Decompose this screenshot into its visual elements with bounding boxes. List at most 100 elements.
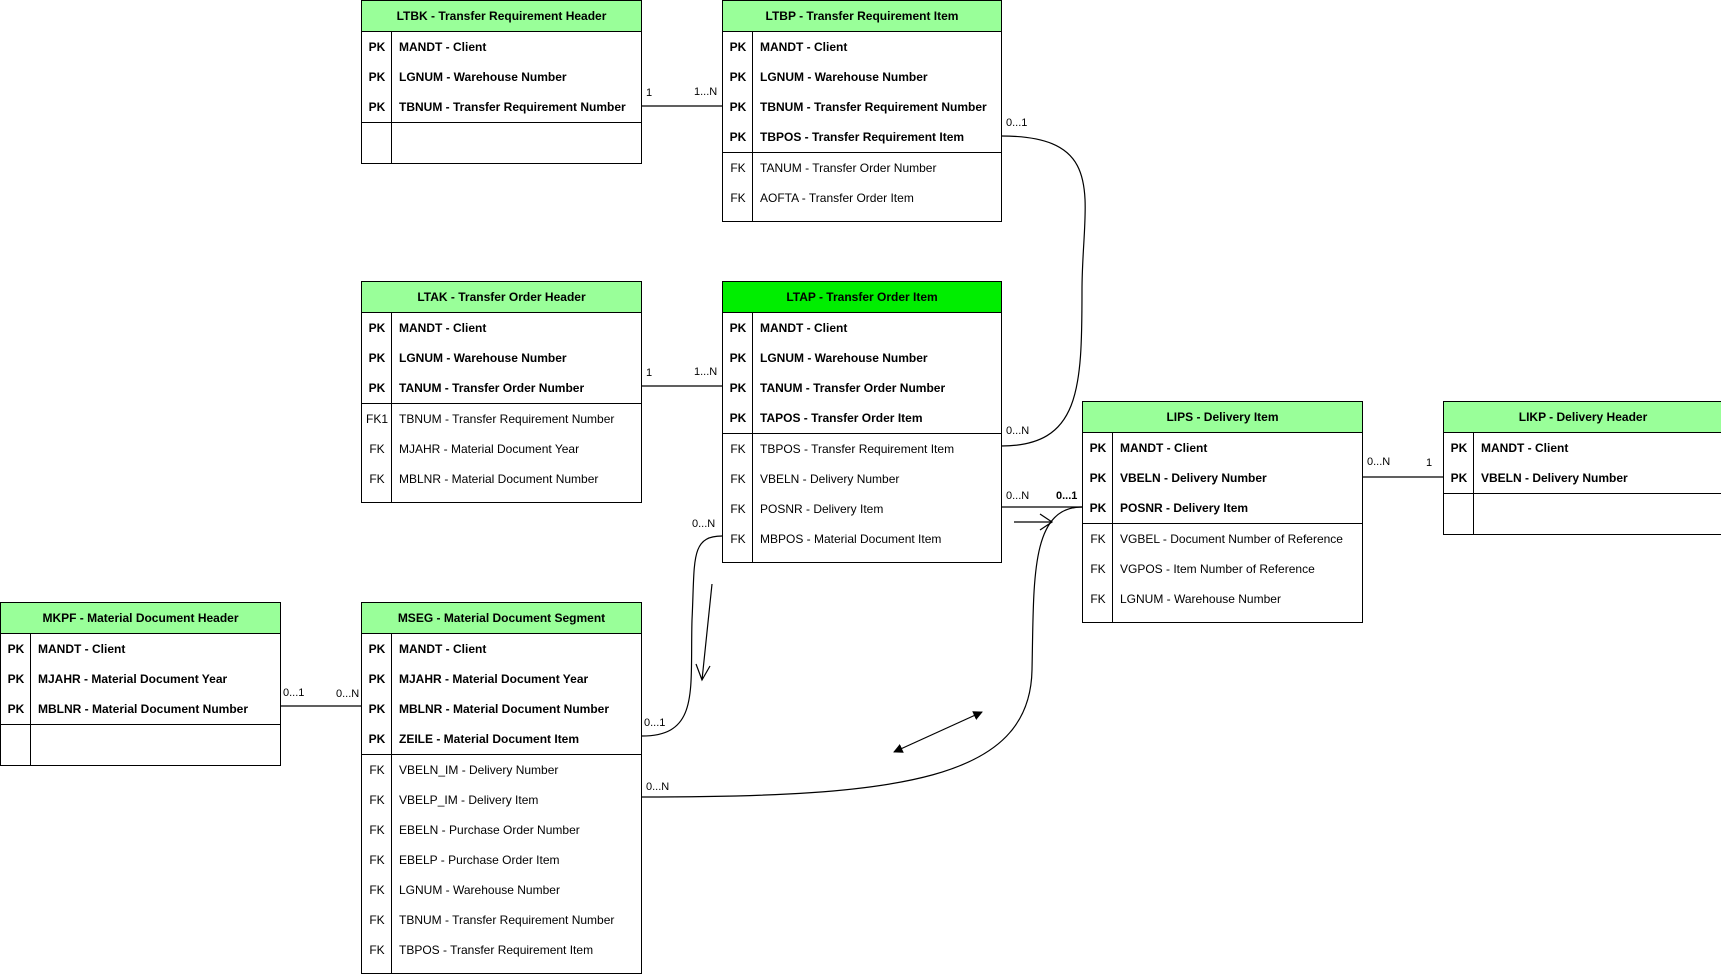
card-ltbk-ltbp-many: 1...N xyxy=(694,86,718,98)
card-ltap-mseg-many: 0...N xyxy=(692,518,716,530)
key-tag: FK xyxy=(1090,562,1106,576)
card-lips-likp-many: 0...N xyxy=(1367,456,1391,468)
attribute-name: MANDT - Client xyxy=(1120,441,1208,455)
key-tag: PK xyxy=(1089,471,1107,485)
attribute-name: TANUM - Transfer Order Number xyxy=(760,161,937,175)
entity-title: LIPS - Delivery Item xyxy=(1083,402,1362,433)
card-lips-likp-one: 1 xyxy=(1426,457,1433,469)
entity-title: LTAK - Transfer Order Header xyxy=(362,282,641,313)
attribute-name: MJAHR - Material Document Year xyxy=(38,672,228,686)
field-row: FK LGNUM - Warehouse Number xyxy=(1083,584,1362,614)
attribute-name: MBPOS - Material Document Item xyxy=(760,532,942,546)
key-tag: PK xyxy=(368,732,386,746)
key-tag: PK xyxy=(729,70,747,84)
key-tag: FK xyxy=(369,763,385,777)
key-tag: PK xyxy=(729,321,747,335)
key-tag: PK xyxy=(368,381,386,395)
key-tag: FK xyxy=(369,823,385,837)
key-row: PK ZEILE - Material Document Item xyxy=(362,724,641,754)
key-tag: PK xyxy=(729,351,747,365)
attribute-name: TBNUM - Transfer Requirement Number xyxy=(760,100,987,114)
ltbp-ltap-curve xyxy=(1000,135,1086,447)
attribute-name: VBELP_IM - Delivery Item xyxy=(399,793,539,807)
key-tag: FK xyxy=(730,472,746,486)
attribute-name: LGNUM - Warehouse Number xyxy=(399,70,567,84)
key-tag: PK xyxy=(368,321,386,335)
attribute-name: POSNR - Delivery Item xyxy=(760,502,884,516)
key-tag: FK xyxy=(369,943,385,957)
key-tag: PK xyxy=(368,702,386,716)
attribute-section xyxy=(1,725,280,765)
attribute-name: TANUM - Transfer Order Number xyxy=(760,381,946,395)
entity-title: LTBP - Transfer Requirement Item xyxy=(723,1,1001,32)
key-tag: FK xyxy=(369,853,385,867)
attribute-name: MANDT - Client xyxy=(760,321,848,335)
key-tag: PK xyxy=(1450,441,1468,455)
attribute-section xyxy=(362,123,641,163)
key-tag: PK xyxy=(7,672,25,686)
card-mkpf-mseg-one: 0...1 xyxy=(283,687,305,699)
attribute-name: TBPOS - Transfer Requirement Item xyxy=(399,943,594,957)
attribute-name: AOFTA - Transfer Order Item xyxy=(760,191,914,205)
attribute-name: ZEILE - Material Document Item xyxy=(399,732,580,746)
attribute-name: LGNUM - Warehouse Number xyxy=(1120,592,1281,606)
card-ltap-mseg-one: 0...1 xyxy=(644,717,666,729)
key-tag: FK xyxy=(369,883,385,897)
attribute-name: MBLNR - Material Document Number xyxy=(399,472,599,486)
attribute-name: TBPOS - Transfer Requirement Item xyxy=(760,442,955,456)
card-ltap-lips-one: 0...1 xyxy=(1056,490,1078,502)
attribute-name: VBELN - Delivery Number xyxy=(1481,471,1628,485)
key-tag: FK xyxy=(730,502,746,516)
attribute-name: VBELN_IM - Delivery Number xyxy=(399,763,559,777)
key-tag: FK xyxy=(369,913,385,927)
entity-title: MSEG - Material Document Segment xyxy=(362,603,641,634)
key-tag: FK xyxy=(1090,532,1106,546)
key-row: PK MANDT - Client xyxy=(723,313,1001,343)
entity-title: LTBK - Transfer Requirement Header xyxy=(362,1,641,32)
entity-title: LIKP - Delivery Header xyxy=(1444,402,1721,433)
entity-title: MKPF - Material Document Header xyxy=(1,603,280,634)
card-mseg-lips-many: 0...N xyxy=(646,781,670,793)
attribute-name: VBELN - Delivery Number xyxy=(1120,471,1267,485)
key-tag: FK xyxy=(730,161,746,175)
key-tag: PK xyxy=(729,381,747,395)
double-arrow xyxy=(893,711,983,753)
field-row: FK POSNR - Delivery Item xyxy=(723,494,1001,524)
key-tag: FK xyxy=(730,442,746,456)
key-tag: PK xyxy=(7,642,25,656)
attribute-name: VBELN - Delivery Number xyxy=(760,472,900,486)
attribute-name: TAPOS - Transfer Order Item xyxy=(760,411,923,425)
attribute-name: VGBEL - Document Number of Reference xyxy=(1120,532,1343,546)
key-tag: PK xyxy=(1089,501,1107,515)
key-tag: FK1 xyxy=(365,412,388,426)
key-tag: FK xyxy=(1090,592,1106,606)
